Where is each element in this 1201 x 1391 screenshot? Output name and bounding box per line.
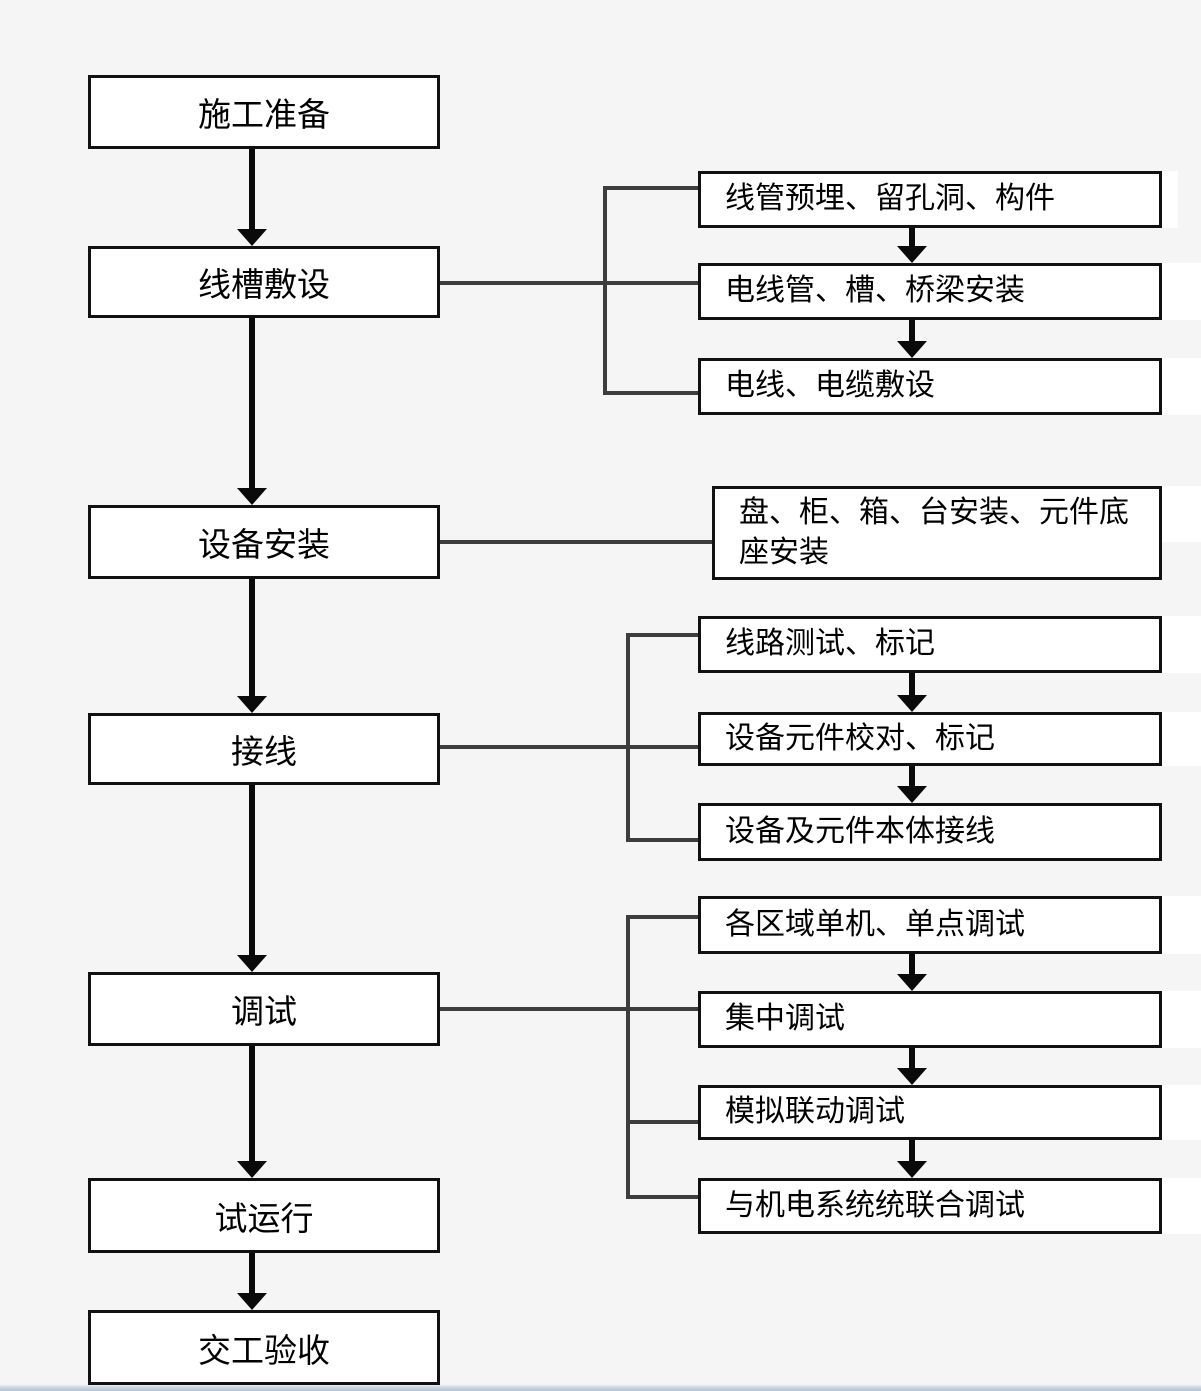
right-edge-band	[1162, 486, 1201, 542]
main-step-box-5: 调试	[88, 972, 440, 1046]
down-arrow-icon	[237, 318, 267, 505]
right-edge-band	[1162, 358, 1201, 415]
down-arrow-icon	[237, 1253, 267, 1310]
sub-step-box-1-1: 线管预埋、留孔洞、构件	[698, 171, 1162, 228]
right-edge-band	[1162, 896, 1201, 954]
connector-group4-main	[440, 1007, 698, 1011]
down-arrow-icon	[897, 954, 927, 991]
connector-group4-mid	[626, 1120, 698, 1124]
sub-step-box-4-4: 与机电系统统联合调试	[698, 1178, 1162, 1234]
down-arrow-icon	[897, 320, 927, 358]
connector-group1-main	[440, 281, 698, 285]
right-edge-band	[1162, 1085, 1201, 1140]
down-arrow-icon	[897, 673, 927, 712]
right-edge-band	[1162, 263, 1201, 320]
main-step-box-2: 线槽敷设	[88, 246, 440, 318]
down-arrow-icon	[897, 766, 927, 803]
sub-step-box-2-1: 盘、柜、箱、台安装、元件底座安装	[712, 486, 1162, 580]
down-arrow-icon	[237, 579, 267, 713]
down-arrow-icon	[897, 1140, 927, 1178]
right-edge-band	[1162, 1178, 1201, 1234]
connector-group4-vertical	[626, 915, 630, 1199]
connector-group4-top	[626, 915, 698, 919]
down-arrow-icon	[237, 785, 267, 972]
sub-step-box-3-1: 线路测试、标记	[698, 616, 1162, 673]
connector-group1-vertical	[603, 186, 607, 395]
main-step-box-7: 交工验收	[88, 1310, 440, 1385]
down-arrow-icon	[897, 1048, 927, 1085]
sub-step-box-1-2: 电线管、槽、桥梁安装	[698, 263, 1162, 320]
right-edge-band	[1162, 991, 1201, 1048]
sub-step-box-3-3: 设备及元件本体接线	[698, 803, 1162, 861]
main-step-box-1: 施工准备	[88, 75, 440, 149]
down-arrow-icon	[237, 1046, 267, 1178]
sub-step-box-1-3: 电线、电缆敷设	[698, 358, 1162, 415]
main-step-box-6: 试运行	[88, 1178, 440, 1253]
bottom-strip	[0, 1385, 1201, 1391]
connector-group2-main	[440, 540, 712, 544]
connector-group1-top	[603, 186, 698, 190]
down-arrow-icon	[237, 149, 267, 246]
connector-group3-vertical	[626, 633, 630, 842]
right-edge-band	[1162, 171, 1178, 228]
connector-group3-bottom	[626, 838, 698, 842]
connector-group3-main	[440, 745, 698, 749]
connector-group1-bottom	[603, 391, 698, 395]
right-edge-band	[1162, 712, 1201, 766]
sub-step-box-4-3: 模拟联动调试	[698, 1085, 1162, 1140]
sub-step-box-4-1: 各区域单机、单点调试	[698, 896, 1162, 954]
main-step-box-4: 接线	[88, 713, 440, 785]
connector-group4-bottom	[626, 1195, 698, 1199]
sub-step-box-4-2: 集中调试	[698, 991, 1162, 1048]
main-step-box-3: 设备安装	[88, 505, 440, 579]
connector-group3-top	[626, 633, 698, 637]
down-arrow-icon	[897, 227, 927, 263]
right-edge-band	[1162, 616, 1201, 673]
sub-step-box-3-2: 设备元件校对、标记	[698, 712, 1162, 766]
